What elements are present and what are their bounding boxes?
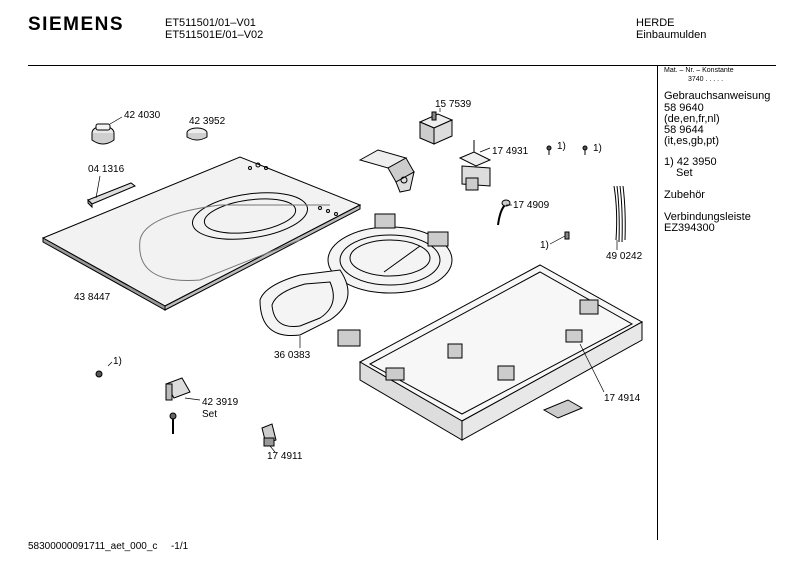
clamp-part <box>261 423 277 447</box>
bracket-set-part <box>165 377 191 434</box>
base-tray-part <box>358 264 644 441</box>
mat-value: 3740 . . . . . <box>688 76 724 83</box>
label-clamp: 17 4911 <box>267 451 303 462</box>
mat-header: Mat. – Nr. – Konstante <box>664 67 734 74</box>
label-glass-top: 43 8447 <box>74 292 111 303</box>
thermostat-part <box>418 111 454 145</box>
category-title: HERDE <box>636 17 675 29</box>
heating-element-part <box>259 213 453 347</box>
sidebar-divider <box>657 65 658 540</box>
label-bracket-set: 42 3919 <box>202 397 239 408</box>
label-wire-harness: 49 0242 <box>606 251 643 262</box>
manual-label: Gebrauchsanweisung <box>664 90 771 102</box>
label-screw-note-b: 1) <box>593 143 602 154</box>
screw-d <box>95 370 103 378</box>
note-number: 1) 42 3950 <box>664 156 717 168</box>
note-set: Set <box>676 167 693 179</box>
wire-harness-part <box>613 185 626 243</box>
doc-id: 58300000091711_aet_000_c <box>28 541 158 552</box>
bracket-part <box>358 149 415 193</box>
cable-plug-part <box>497 199 511 226</box>
switch-part <box>458 140 492 191</box>
label-bracket-set-text: Set <box>202 409 218 420</box>
screw-a <box>546 145 552 155</box>
label-screw-note-c: 1) <box>540 240 549 251</box>
accessories-label: Zubehör <box>664 189 705 201</box>
page-number: -1/1 <box>170 541 189 552</box>
category-subtitle: Einbaumulden <box>636 29 707 41</box>
connector-label: Verbindungsleiste <box>664 211 751 223</box>
label-screw-note-d: 1) <box>113 356 122 367</box>
label-screw-note-a: 1) <box>557 141 566 152</box>
label-strip: 04 1316 <box>88 164 125 175</box>
label-switch: 17 4931 <box>492 146 529 157</box>
model-number-1: ET511501/01–V01 <box>165 17 256 29</box>
knob-part <box>91 123 115 145</box>
glass-top-part <box>41 156 362 311</box>
manual-2-langs: (it,es,gb,pt) <box>664 135 720 147</box>
label-knob: 42 4030 <box>124 110 161 121</box>
label-cap: 42 3952 <box>189 116 226 127</box>
manual-2-number: 58 9644 <box>664 124 704 136</box>
cap-part <box>186 127 208 141</box>
screw-b <box>582 145 588 155</box>
label-thermostat: 15 7539 <box>435 99 472 110</box>
brand-logo: SIEMENS <box>28 14 125 35</box>
label-base-tray-clip: 17 4914 <box>604 393 641 404</box>
screw-c <box>564 231 570 240</box>
strip-part <box>87 182 136 209</box>
leader-lines <box>95 108 618 453</box>
manual-1-number: 58 9640 <box>664 102 704 114</box>
model-number-2: ET511501E/01–V02 <box>165 29 264 41</box>
footer-doc-id: 58300000091711_aet_000_c -1/1 <box>28 541 188 552</box>
connector-code: EZ394300 <box>664 222 715 234</box>
manual-1-langs: (de,en,fr,nl) <box>664 113 720 125</box>
label-cable-plug: 17 4909 <box>513 200 550 211</box>
label-heating-element: 36 0383 <box>274 350 311 361</box>
header-divider <box>28 65 776 66</box>
